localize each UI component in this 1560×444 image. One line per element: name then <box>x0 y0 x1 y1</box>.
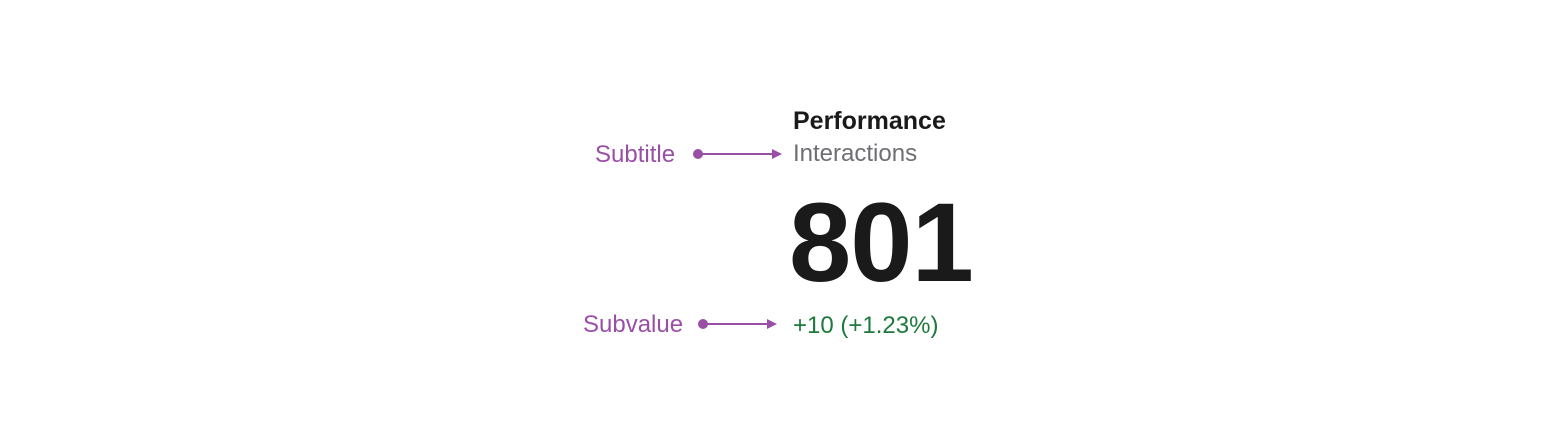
card-subtitle: Interactions <box>793 140 918 167</box>
card-subvalue: +10 (+1.23%) <box>793 312 939 339</box>
subvalue-annotation-arrow <box>698 319 777 329</box>
card-title: Performance <box>793 107 946 135</box>
subtitle-annotation-label: Subtitle <box>595 141 676 168</box>
card-value: 801 <box>789 180 974 305</box>
subtitle-annotation-arrow <box>693 149 782 159</box>
subvalue-annotation-label: Subvalue <box>583 311 684 338</box>
